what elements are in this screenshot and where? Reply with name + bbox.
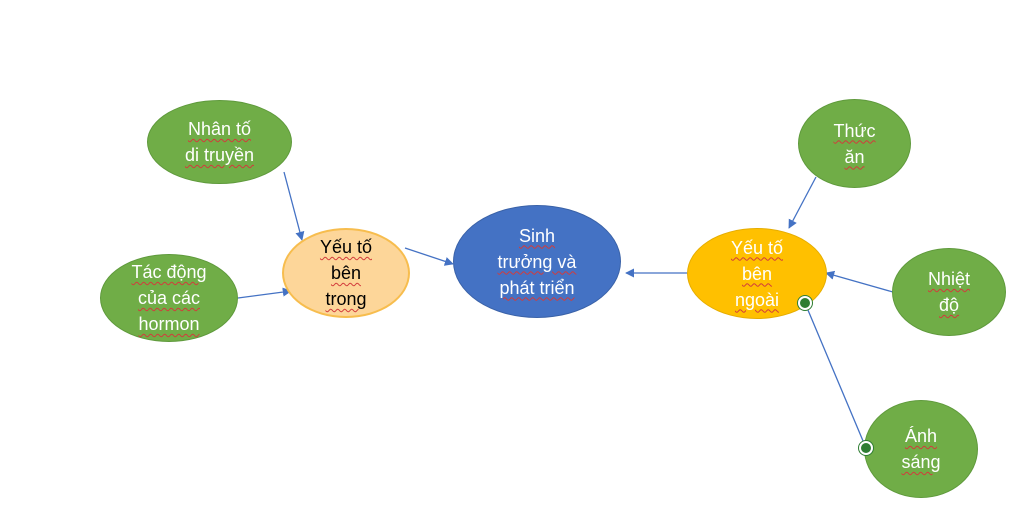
node-temperature[interactable]: Nhiệt độ [892,248,1006,336]
node-genetics-line-2: di truyền [184,145,255,165]
node-genetics[interactable]: Nhân tố di truyền [147,100,292,184]
node-food[interactable]: Thức ăn [798,99,911,188]
arrow-food-to-external [788,176,817,229]
node-hormones-label: Tác động của các hormon [131,259,206,337]
node-light-line-1: Ánh [904,426,937,446]
arrow-internal-to-center [404,247,454,266]
arrow-genetics-to-internal [283,171,305,241]
node-light[interactable]: Ánh sáng [864,400,978,498]
node-center-growth-line-1: Sinh [518,225,555,246]
node-center-growth-line-2: trưởng và [497,251,577,272]
node-temperature-line-2: độ [938,295,960,315]
node-external-factors-line-1: Yếu tố [730,237,784,258]
node-external-factors-label: Yếu tố bên ngoài [731,235,783,313]
node-internal-factors-label: Yếu tố bên trong [320,234,372,312]
node-internal-factors-line-2: bên [330,263,362,283]
node-genetics-line-1: Nhân tố [187,119,252,139]
node-internal-factors-line-1: Yếu tố [319,237,373,257]
connector-handle-start[interactable] [798,296,812,310]
arrow-temperature-to-external [825,270,894,293]
node-internal-factors[interactable]: Yếu tố bên trong [282,228,410,318]
arrow-hormones-to-internal [237,287,292,299]
node-food-line-2: ăn [844,146,865,167]
node-center-growth[interactable]: Sinh trưởng và phát triển [453,205,621,318]
node-light-label: Ánh sáng [901,423,940,475]
node-food-label: Thức ăn [833,118,875,170]
node-light-line-2: sáng [901,452,941,472]
node-food-line-1: Thức [833,120,876,141]
node-internal-factors-line-3: trong [325,289,367,309]
node-hormones[interactable]: Tác động của các hormon [100,254,238,342]
node-external-factors-line-2: bên [741,263,773,284]
node-genetics-label: Nhân tố di truyền [185,116,254,168]
node-temperature-label: Nhiệt độ [928,266,970,318]
connector-light-to-external[interactable] [804,302,867,449]
node-temperature-line-1: Nhiệt [927,269,971,289]
connector-handle-end[interactable] [859,441,873,455]
node-center-growth-line-3: phát triển [499,277,575,298]
node-hormones-line-1: Tác động [131,262,207,282]
node-hormones-line-2: của các [137,288,201,308]
node-external-factors-line-3: ngoài [734,289,780,310]
node-hormones-line-3: hormon [138,314,200,334]
node-center-growth-label: Sinh trưởng và phát triển [498,223,577,301]
